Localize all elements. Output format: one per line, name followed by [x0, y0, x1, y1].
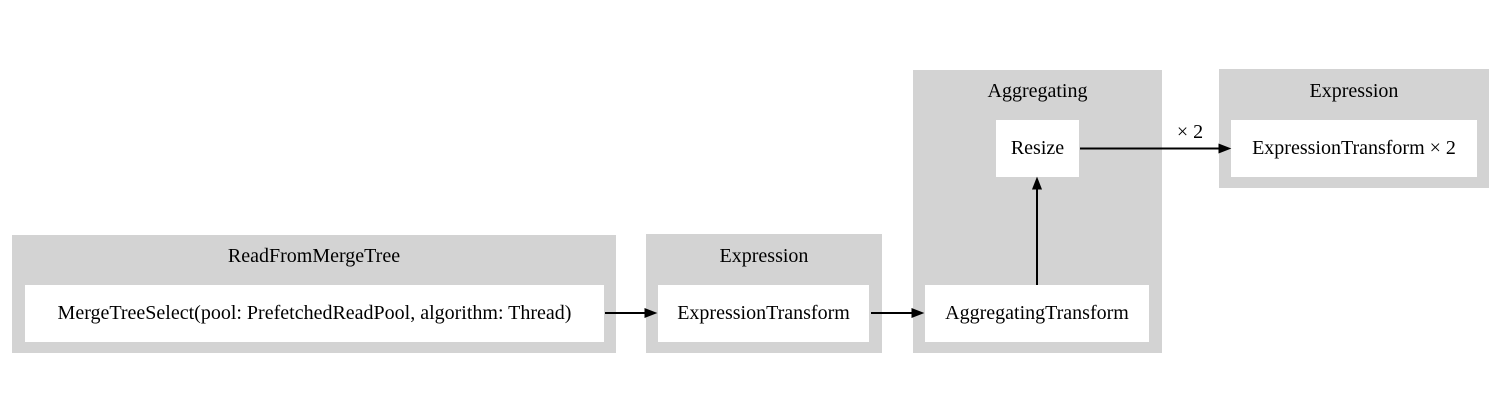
node-mergetreeselect-label: MergeTreeSelect(pool: PrefetchedReadPool…: [57, 302, 572, 324]
node-aggregatingtransform-label: AggregatingTransform: [945, 302, 1129, 324]
node-mergetreeselect: MergeTreeSelect(pool: PrefetchedReadPool…: [25, 285, 604, 342]
cluster-aggregating: Aggregating Resize AggregatingTransform: [913, 70, 1162, 353]
cluster-readfrommergetree: ReadFromMergeTree MergeTreeSelect(pool: …: [12, 235, 616, 353]
cluster-label-expression-second: Expression: [1309, 80, 1399, 102]
node-aggregatingtransform: AggregatingTransform: [925, 285, 1149, 342]
node-resize-label: Resize: [1010, 137, 1065, 159]
node-expressiontransform-label: ExpressionTransform: [677, 302, 850, 324]
node-resize: Resize: [996, 120, 1079, 177]
node-expressiontransform-x2: ExpressionTransform × 2: [1231, 120, 1477, 177]
edge-label-x2: × 2: [1176, 121, 1204, 143]
cluster-expression-second: Expression ExpressionTransform × 2: [1219, 69, 1489, 188]
cluster-expression-first: Expression ExpressionTransform: [646, 234, 882, 353]
node-expressiontransform-x2-label: ExpressionTransform × 2: [1252, 137, 1456, 159]
cluster-label-readfrommergetree: ReadFromMergeTree: [227, 245, 401, 267]
cluster-label-aggregating: Aggregating: [987, 80, 1088, 102]
cluster-label-expression-first: Expression: [719, 245, 809, 267]
node-expressiontransform: ExpressionTransform: [658, 285, 869, 342]
